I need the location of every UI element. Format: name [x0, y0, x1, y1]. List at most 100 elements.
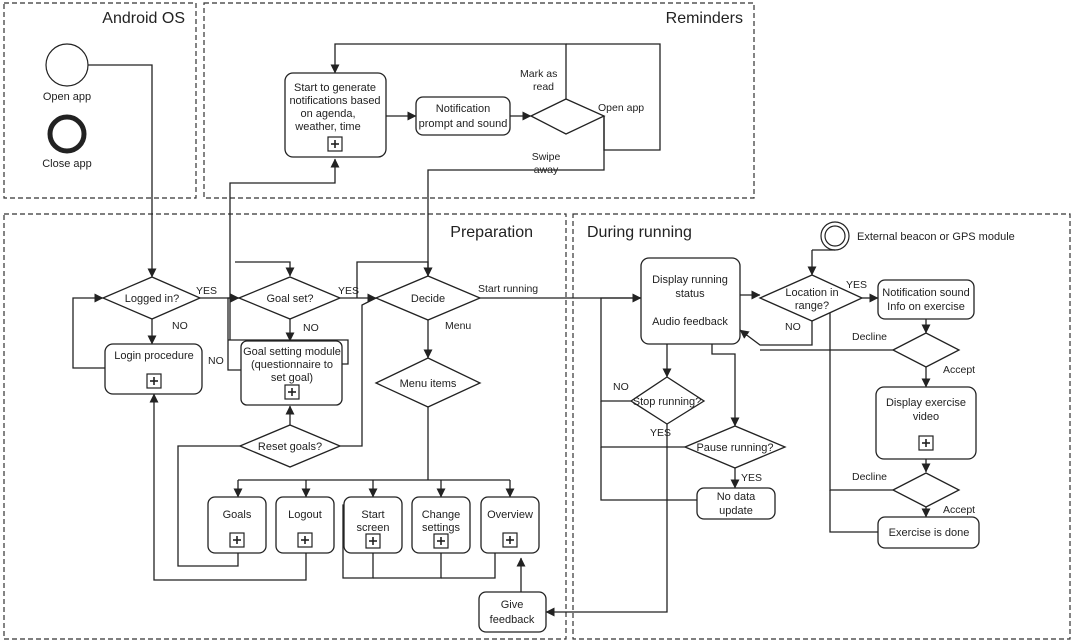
no-data-line-1: No data — [717, 491, 756, 503]
display-video-line-1: Display exercise — [886, 397, 966, 409]
subprocess-plus-icon — [229, 532, 245, 548]
stop-yes-label: YES — [650, 427, 671, 439]
subprocess-plus-icon — [433, 533, 449, 549]
logged-in-no-label: NO — [172, 320, 188, 332]
start-generate-node: Start to generate notifications based on… — [284, 72, 387, 158]
goal-setting-module-node: Goal setting module (questionnaire to se… — [240, 340, 343, 406]
start-generate-box — [284, 72, 387, 158]
edge-overview-return — [441, 553, 496, 579]
edge-location-no — [739, 321, 813, 346]
reminder-decision-diamond — [529, 98, 606, 135]
subprocess-plus-icon — [918, 435, 934, 451]
reset-goals-label: Reset goals? — [258, 441, 322, 453]
login-procedure-node: Login procedure — [104, 343, 203, 395]
exercise-done-box — [877, 516, 980, 549]
edge-mark-as-read — [330, 43, 567, 99]
edge-reset-to-goals-loop — [177, 445, 240, 567]
reminder-open-app-label: Open app — [598, 102, 644, 114]
location-diamond — [758, 274, 864, 322]
logout-node[interactable]: Logout — [275, 496, 335, 554]
location-line-1: Location in — [785, 287, 838, 299]
notification-sound-line-2: Info on exercise — [887, 301, 965, 313]
lane-during-running: During running — [572, 213, 1071, 640]
goals-box[interactable] — [207, 496, 267, 554]
goal-set-node: Goal set? — [237, 276, 342, 320]
logout-label: Logout — [288, 509, 322, 521]
reset-goals-node: Reset goals? — [238, 424, 342, 468]
location-in-range-node: Location in range? — [758, 274, 864, 322]
notification-sound-line-1: Notification sound — [882, 287, 969, 299]
exercise-decision-1-diamond — [891, 332, 961, 368]
lane-title-preparation: Preparation — [450, 224, 533, 241]
display-video-box — [875, 386, 977, 460]
menu-label: Menu — [445, 320, 471, 332]
goal-module-no-label: NO — [208, 355, 224, 367]
reset-goals-diamond — [238, 424, 342, 468]
edge-open-app-to-logged-in — [88, 64, 157, 278]
change-settings-box[interactable] — [411, 496, 471, 554]
give-feedback-box — [478, 591, 547, 633]
stop-running-diamond — [629, 376, 706, 425]
login-procedure-label: Login procedure — [114, 350, 194, 362]
notification-sound-box — [877, 279, 975, 320]
start-screen-node[interactable]: Start screen — [343, 496, 403, 554]
change-settings-line-2: settings — [422, 522, 460, 534]
mark-as-read-line-2: read — [533, 81, 554, 93]
no-data-update-box — [696, 487, 776, 520]
edge-login-loop — [72, 293, 105, 369]
subprocess-plus-icon — [146, 373, 162, 389]
exercise-done-label: Exercise is done — [889, 527, 970, 539]
lane-reminders: Reminders — [203, 2, 755, 199]
display-video-node: Display exercise video — [875, 386, 977, 460]
subprocess-plus-icon — [327, 136, 343, 152]
close-app-node: Close app — [42, 114, 92, 170]
logged-in-diamond — [101, 276, 202, 320]
display-video-line-2: video — [913, 411, 939, 423]
end-event-circle — [47, 114, 87, 154]
edges — [72, 43, 931, 617]
swipe-away-line-2: away — [534, 164, 559, 176]
logged-in-label: Logged in? — [125, 293, 179, 305]
goal-module-line-2: (questionnaire to — [251, 359, 333, 371]
give-feedback-node: Give feedback — [478, 591, 547, 633]
open-app-node: Open app — [43, 43, 91, 103]
no-data-update-node: No data update — [696, 487, 776, 520]
notification-prompt-node: Notification prompt and sound — [415, 96, 511, 136]
pause-running-diamond — [683, 425, 787, 469]
edge-open-app-loop — [566, 43, 661, 151]
change-settings-node[interactable]: Change settings — [411, 496, 471, 554]
start-screen-line-1: Start — [361, 509, 384, 521]
edge-goal-module-loop — [227, 297, 241, 371]
edge-nodata-return — [600, 447, 697, 501]
logout-box[interactable] — [275, 496, 335, 554]
menu-items-label: Menu items — [400, 378, 457, 390]
decline-1-label: Decline — [852, 331, 887, 343]
beacon-inner-circle — [824, 225, 846, 247]
subprocess-plus-icon — [365, 533, 381, 549]
notification-prompt-line-1: Notification — [436, 103, 490, 115]
edge-logout-to-login — [149, 393, 307, 581]
accept-2-label: Accept — [943, 504, 975, 516]
overview-box[interactable] — [480, 496, 540, 554]
mark-as-read-line-1: Mark as — [520, 68, 557, 80]
pause-running-label: Pause running? — [696, 442, 773, 454]
goal-set-yes-label: YES — [338, 285, 359, 297]
decline-2-label: Decline — [852, 471, 887, 483]
start-screen-box[interactable] — [343, 496, 403, 554]
notification-prompt-box — [415, 96, 511, 136]
goals-node[interactable]: Goals — [207, 496, 267, 554]
goals-label: Goals — [223, 509, 252, 521]
lane-title-reminders: Reminders — [666, 10, 743, 27]
edge-goal-module-side — [228, 339, 349, 365]
menu-items-node: Menu items — [374, 357, 482, 408]
start-generate-line-4: weather, time — [294, 121, 360, 133]
external-beacon-label: External beacon or GPS module — [857, 231, 1015, 243]
overview-node[interactable]: Overview — [480, 496, 540, 554]
notification-sound-node: Notification sound Info on exercise — [877, 279, 975, 320]
start-generate-line-1: Start to generate — [294, 82, 376, 94]
goal-set-no-label: NO — [303, 322, 319, 334]
start-running-label: Start running — [478, 283, 538, 295]
pause-yes-label: YES — [741, 472, 762, 484]
audio-feedback-label: Audio feedback — [652, 316, 728, 328]
exercise-decision-2-diamond — [891, 472, 961, 508]
